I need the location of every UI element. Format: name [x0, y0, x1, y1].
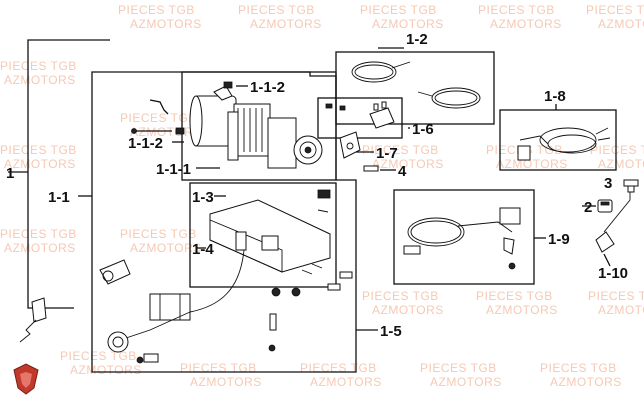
svg-text:PIECES TGB: PIECES TGB — [118, 3, 195, 17]
svg-text:AZMOTORS: AZMOTORS — [4, 73, 76, 87]
fasteners — [136, 271, 353, 364]
svg-text:AZMOTORS: AZMOTORS — [430, 375, 502, 389]
svg-text:AZMOTORS: AZMOTORS — [490, 17, 562, 31]
svg-text:PIECES TGB: PIECES TGB — [0, 227, 77, 241]
svg-text:PIECES TGB: PIECES TGB — [420, 361, 497, 375]
svg-text:PIECES TGB: PIECES TGB — [120, 111, 197, 125]
svg-text:PIECES TGB: PIECES TGB — [476, 289, 553, 303]
svg-text:AZMOTORS: AZMOTORS — [190, 375, 262, 389]
label-1: 1 — [6, 165, 14, 182]
cable-1-2 — [351, 61, 481, 109]
mounting-plate — [209, 189, 331, 275]
svg-text:PIECES TGB: PIECES TGB — [362, 289, 439, 303]
clip-part — [149, 99, 169, 115]
label-1-2: 1-2 — [406, 31, 428, 48]
svg-text:AZMOTORS: AZMOTORS — [310, 375, 382, 389]
label-1-7: 1-7 — [376, 145, 398, 162]
svg-text:PIECES TGB: PIECES TGB — [60, 349, 137, 363]
part-3 — [623, 179, 639, 193]
svg-text:PIECES TGB: PIECES TGB — [590, 143, 644, 157]
label-1-6: 1-6 — [412, 121, 434, 138]
svg-text:PIECES TGB: PIECES TGB — [362, 143, 439, 157]
svg-text:AZMOTORS: AZMOTORS — [372, 157, 444, 171]
label-1-9: 1-9 — [548, 231, 570, 248]
label-1-1-2-left: 1-1-2 — [128, 135, 163, 152]
bracket-1 — [8, 39, 110, 309]
svg-text:AZMOTORS: AZMOTORS — [550, 375, 622, 389]
label-2: 2 — [584, 199, 592, 216]
svg-text:PIECES TGB: PIECES TGB — [588, 289, 644, 303]
bracket-1-7 — [339, 131, 379, 172]
svg-text:AZMOTORS: AZMOTORS — [4, 157, 76, 171]
svg-text:PIECES TGB: PIECES TGB — [586, 3, 644, 17]
svg-text:AZMOTORS: AZMOTORS — [372, 17, 444, 31]
label-1-4: 1-4 — [192, 241, 214, 258]
svg-text:PIECES TGB: PIECES TGB — [478, 3, 555, 17]
label-1-1: 1-1 — [48, 189, 70, 206]
svg-text:PIECES TGB: PIECES TGB — [360, 3, 437, 17]
svg-text:AZMOTORS: AZMOTORS — [598, 17, 644, 31]
part-1-10 — [595, 188, 631, 253]
svg-text:AZMOTORS: AZMOTORS — [250, 17, 322, 31]
part-1-1-2-top — [223, 81, 233, 89]
svg-text:AZMOTORS: AZMOTORS — [70, 363, 142, 377]
label-1-8: 1-8 — [544, 88, 566, 105]
label-1-3: 1-3 — [192, 189, 214, 206]
wiring-1-9 — [403, 207, 521, 270]
leader-lines — [172, 47, 611, 331]
box-1-8 — [499, 109, 617, 171]
label-1-10: 1-10 — [598, 265, 628, 282]
svg-text:AZMOTORS: AZMOTORS — [486, 303, 558, 317]
label-1-1-1: 1-1-1 — [156, 161, 191, 178]
part-2 — [597, 199, 613, 213]
svg-text:PIECES TGB: PIECES TGB — [120, 227, 197, 241]
box-1-1-1 — [181, 71, 337, 181]
svg-text:AZMOTORS: AZMOTORS — [598, 157, 644, 171]
label-1-1-2-top: 1-1-2 — [250, 79, 285, 96]
winch-motor — [189, 85, 323, 169]
box-1-2 — [335, 51, 495, 125]
svg-text:AZMOTORS: AZMOTORS — [130, 241, 202, 255]
label-3: 3 — [604, 175, 612, 192]
svg-text:AZMOTORS: AZMOTORS — [4, 241, 76, 255]
label-1-5: 1-5 — [380, 323, 402, 340]
label-4: 4 — [398, 163, 407, 180]
box-1-9 — [393, 189, 535, 285]
svg-text:PIECES TGB: PIECES TGB — [0, 143, 77, 157]
svg-text:PIECES TGB: PIECES TGB — [0, 59, 77, 73]
svg-text:PIECES TGB: PIECES TGB — [540, 361, 617, 375]
svg-text:AZMOTORS: AZMOTORS — [598, 303, 644, 317]
switch-1-6 — [325, 101, 395, 129]
svg-text:PIECES TGB: PIECES TGB — [180, 361, 257, 375]
svg-text:AZMOTORS: AZMOTORS — [130, 17, 202, 31]
box-1-6 — [317, 97, 403, 139]
shield-logo-icon — [13, 363, 39, 395]
part-1-1-2-rod — [131, 127, 185, 135]
callout-labels: 1 1-1 1-1-1 1-1-2 1-1-2 1-2 1-3 1-4 1-5 … — [6, 31, 628, 340]
svg-text:PIECES TGB: PIECES TGB — [300, 361, 377, 375]
box-1-3 — [189, 182, 337, 288]
harness-1-8 — [517, 127, 611, 161]
svg-text:AZMOTORS: AZMOTORS — [496, 157, 568, 171]
bottom-bracket — [19, 297, 47, 343]
fairlead-assembly — [99, 249, 245, 353]
svg-text:PIECES TGB: PIECES TGB — [238, 3, 315, 17]
svg-text:AZMOTORS: AZMOTORS — [372, 303, 444, 317]
